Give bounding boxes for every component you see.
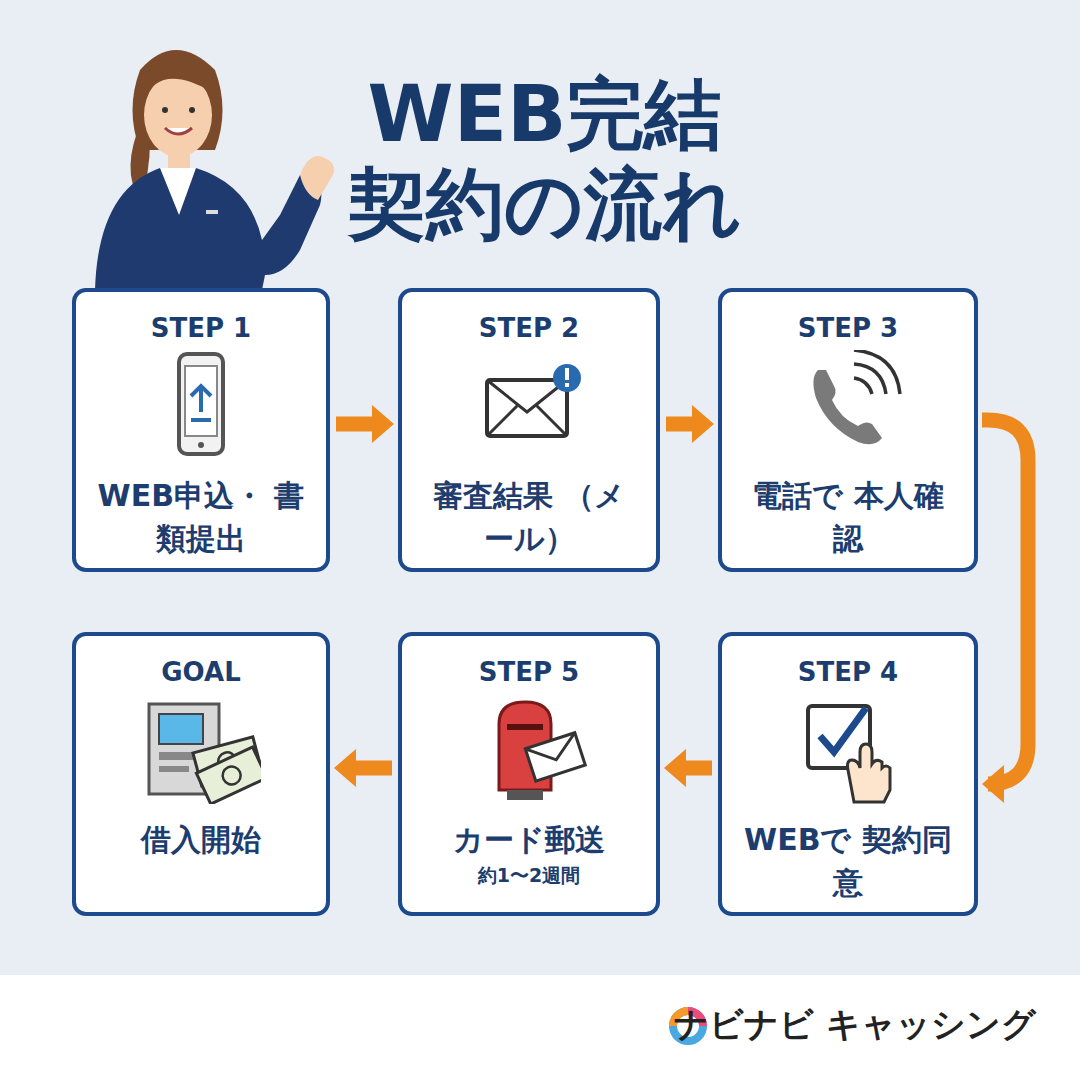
arrow-head xyxy=(372,405,394,443)
arrow-shaft xyxy=(666,417,694,432)
phone-icon xyxy=(788,350,908,460)
smartphone-icon xyxy=(141,350,261,460)
flow-arrow xyxy=(666,405,714,443)
arrow-shaft xyxy=(684,761,712,776)
step-text: WEB申込・ 書類提出 xyxy=(91,474,311,561)
flow-arrow xyxy=(982,420,1028,803)
step-box: STEP 3 電話で 本人確認 xyxy=(718,288,978,572)
step-label: STEP 3 xyxy=(798,312,898,346)
step-box: STEP 5 カード郵送約1〜2週間 xyxy=(398,632,660,916)
step-text: 審査結果 （メール） xyxy=(419,474,639,561)
step-text: 借入開始 xyxy=(91,818,311,862)
step-note: 約1〜2週間 xyxy=(478,863,580,888)
diagram-title: WEB完結 契約の流れ xyxy=(330,70,760,249)
mail-icon xyxy=(469,350,589,460)
step-box: STEP 1 WEB申込・ 書類提出 xyxy=(72,288,330,572)
postbox-icon xyxy=(469,694,589,804)
flow-arrow xyxy=(336,405,394,443)
staff-illustration xyxy=(95,50,334,290)
check-click-icon xyxy=(788,694,908,804)
logo-text: ナビナビ キャッシング xyxy=(674,1002,1036,1048)
step-box: STEP 2 審査結果 （メール） xyxy=(398,288,660,572)
flow-arrow xyxy=(334,749,392,787)
step-label: GOAL xyxy=(161,656,240,690)
step-text: カード郵送 xyxy=(419,818,639,862)
arrow-shaft xyxy=(336,417,374,432)
step-text: 電話で 本人確認 xyxy=(738,474,958,561)
step-box: STEP 4 WEBで 契約同意 xyxy=(718,632,978,916)
step-text: WEBで 契約同意 xyxy=(738,818,958,905)
flow-arrow xyxy=(664,749,712,787)
arrow-head xyxy=(982,765,1004,803)
arrow-shaft xyxy=(982,420,1028,784)
step-label: STEP 2 xyxy=(479,312,579,346)
footer-band xyxy=(0,975,1080,1080)
step-label: STEP 4 xyxy=(798,656,898,690)
arrow-shaft xyxy=(354,761,392,776)
step-label: STEP 1 xyxy=(151,312,251,346)
arrow-head xyxy=(334,749,356,787)
step-label: STEP 5 xyxy=(479,656,579,690)
step-box: GOAL 借入開始 xyxy=(72,632,330,916)
atm-cash-icon xyxy=(141,694,261,804)
arrow-head xyxy=(692,405,714,443)
arrow-head xyxy=(664,749,686,787)
